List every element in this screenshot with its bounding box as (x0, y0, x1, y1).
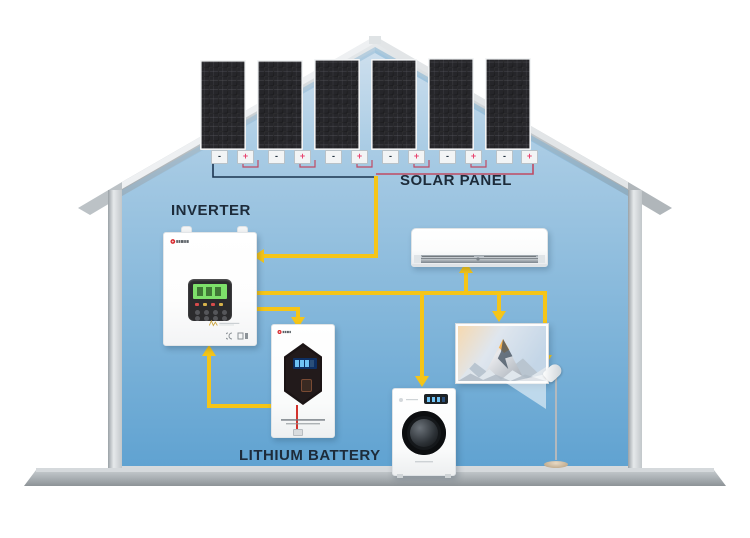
inverter-led-indicator (219, 303, 223, 306)
air-conditioner-device[interactable] (411, 228, 548, 267)
wire-branch-washer-vertical (420, 291, 424, 377)
air-conditioner-louvers (414, 255, 545, 263)
battery-brand-logo (277, 329, 291, 335)
lamp-base (544, 461, 568, 468)
inverter-button[interactable] (213, 316, 218, 321)
washing-machine-foot (445, 474, 451, 478)
lamp-pole (555, 374, 557, 460)
panel-terminal-positive: + (521, 150, 538, 164)
roof-left-underside (122, 36, 375, 189)
arrow-into-inverter-bottom (202, 345, 216, 356)
arrow-into-air-conditioner (459, 262, 473, 273)
panel-terminal-negative: - (268, 150, 285, 164)
panel-terminal-positive: + (237, 150, 254, 164)
inverter-model-marking (208, 319, 240, 327)
battery-charge-display (293, 358, 317, 369)
ground-slab-top (36, 468, 714, 472)
lamp-light-beam (506, 374, 546, 409)
panel-terminal-negative: - (325, 150, 342, 164)
wire-branch-ac-vertical (464, 271, 468, 293)
inverter-lcd-display (193, 284, 227, 299)
wire-array-to-inverter-vertical (374, 176, 378, 258)
battery-output-cable (296, 405, 298, 431)
arrow-into-battery (291, 317, 305, 328)
label-lithium-battery: LITHIUM BATTERY (239, 447, 381, 464)
wire-battery-to-inverter-vertical (207, 356, 211, 406)
inverter-button[interactable] (222, 316, 227, 321)
panel-terminal-positive: + (408, 150, 425, 164)
wall-left (108, 190, 122, 474)
inverter-certification-marks (226, 332, 248, 340)
inverter-led-indicator (203, 303, 207, 306)
solar-panel (314, 59, 360, 150)
panel-terminal-positive: + (351, 150, 368, 164)
battery-cable-connector (293, 429, 303, 436)
dc-negative-bus (212, 162, 375, 178)
inverter-button[interactable] (213, 310, 218, 315)
ground-slab (24, 470, 726, 486)
dc-positive-bus (376, 162, 534, 175)
inverter-mount-bracket (181, 226, 192, 234)
air-conditioner-base (412, 264, 547, 267)
wire-inverter-output-bus (255, 291, 545, 295)
panel-terminal-negative: - (211, 150, 228, 164)
label-solar-panel: SOLAR PANEL (400, 172, 512, 189)
wire-inverter-to-battery-horizontal (255, 307, 300, 311)
roof-inner-shadow-left (122, 47, 375, 196)
inverter-button[interactable] (204, 310, 209, 315)
lithium-battery-device[interactable] (271, 324, 335, 438)
panel-terminal-negative: - (439, 150, 456, 164)
wire-inverter-to-battery-vertical (296, 307, 300, 323)
inverter-brand-logo (170, 239, 189, 244)
arrow-into-inverter-left (253, 249, 264, 263)
inverter-led-indicator (211, 303, 215, 306)
washing-machine-drum (410, 419, 438, 447)
wire-battery-to-inverter-horizontal (207, 404, 273, 408)
washing-machine-control-panel[interactable] (398, 394, 450, 405)
wire-array-to-inverter-horizontal (262, 254, 378, 258)
solar-panel (485, 58, 531, 150)
label-inverter: INVERTER (171, 202, 251, 219)
inverter-mount-bracket (237, 226, 248, 234)
washing-machine-device[interactable] (392, 388, 456, 478)
washing-machine-display (424, 394, 448, 404)
solar-panel (371, 59, 417, 150)
washing-machine-brand-mark (415, 461, 433, 463)
panel-terminal-positive: + (465, 150, 482, 164)
inverter-button[interactable] (204, 316, 209, 321)
wall-right (628, 190, 642, 474)
washing-machine-knob-row[interactable] (398, 396, 420, 404)
inverter-button[interactable] (195, 316, 200, 321)
wire-branch-tv-vertical (497, 291, 501, 313)
roof-ridge (369, 36, 381, 44)
panel-terminal-positive: + (294, 150, 311, 164)
arrow-into-television (492, 311, 506, 322)
inverter-control-panel[interactable] (188, 279, 232, 321)
battery-panel-inner (286, 346, 320, 402)
solar-panel (200, 60, 246, 150)
panel-terminal-negative: - (496, 150, 513, 164)
inverter-device[interactable] (163, 232, 257, 346)
solar-panel (257, 60, 303, 150)
arrow-into-washing-machine (415, 376, 429, 387)
inverter-led-indicator (195, 303, 199, 306)
solar-panel (428, 58, 474, 150)
wire-branch-ac-corner (464, 271, 466, 275)
solar-panel-array (200, 58, 531, 150)
battery-power-socket[interactable] (301, 379, 312, 392)
battery-front-panel (284, 343, 322, 405)
washing-machine-foot (397, 474, 403, 478)
battery-model-text (281, 419, 325, 425)
inverter-button[interactable] (222, 310, 227, 315)
washing-machine-door[interactable] (402, 411, 446, 455)
floor-lamp-device[interactable] (506, 358, 576, 468)
inverter-button[interactable] (195, 310, 200, 315)
panel-terminal-negative: - (382, 150, 399, 164)
